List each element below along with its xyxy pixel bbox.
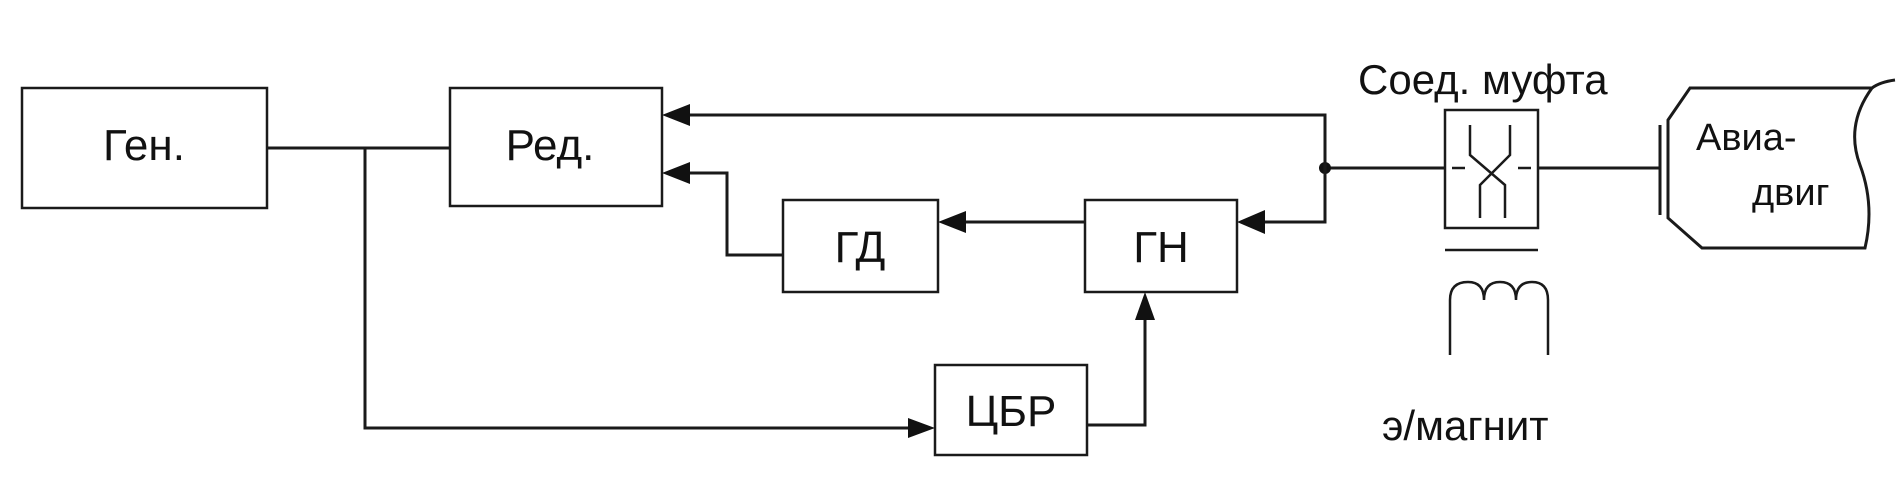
engine-outline — [1666, 86, 1875, 250]
engine-break-edge — [1871, 78, 1896, 90]
speed-regulator-label: ЦБР — [966, 387, 1057, 436]
electromagnet-label: э/магнит — [1382, 402, 1549, 449]
engine-label-line1: Авиа- — [1696, 117, 1797, 159]
arrow-into-red-upper — [662, 104, 690, 126]
line-to-cbr — [363, 148, 912, 430]
line-junction-red — [690, 113, 1327, 168]
line-gd-red — [690, 171, 783, 257]
reducer-block: Ред. — [448, 86, 664, 208]
magnet-coil — [1448, 280, 1550, 355]
hydraulic-pump-block: ГН — [1083, 198, 1239, 294]
engine-label-line2: двиг — [1752, 172, 1829, 214]
arrow-into-red-lower — [662, 162, 690, 184]
line-junction-gn — [1265, 168, 1327, 224]
electromagnet — [1445, 248, 1550, 355]
generator-block: Ген. — [20, 86, 269, 210]
arrow-into-cbr — [908, 418, 935, 438]
arrow-into-gn-bottom — [1135, 292, 1155, 320]
hydraulic-motor-label: ГД — [835, 223, 886, 272]
hydraulic-pump-label: ГН — [1133, 223, 1189, 272]
generator-label: Ген. — [103, 121, 185, 170]
arrow-into-gn-right — [1237, 210, 1265, 234]
arrow-into-gd — [938, 211, 966, 233]
line-cbr-gn — [1087, 318, 1147, 427]
hydraulic-motor-block: ГД — [781, 198, 940, 294]
coupling-left-arm — [1468, 125, 1507, 218]
coupling-label: Соед. муфта — [1358, 56, 1608, 103]
speed-regulator-block: ЦБР — [933, 363, 1089, 457]
aircraft-engine: Авиа- двиг — [1658, 78, 1896, 250]
reducer-label: Ред. — [506, 121, 595, 170]
coupling-clutch — [1443, 108, 1540, 230]
coupling-right-arm — [1478, 125, 1512, 218]
